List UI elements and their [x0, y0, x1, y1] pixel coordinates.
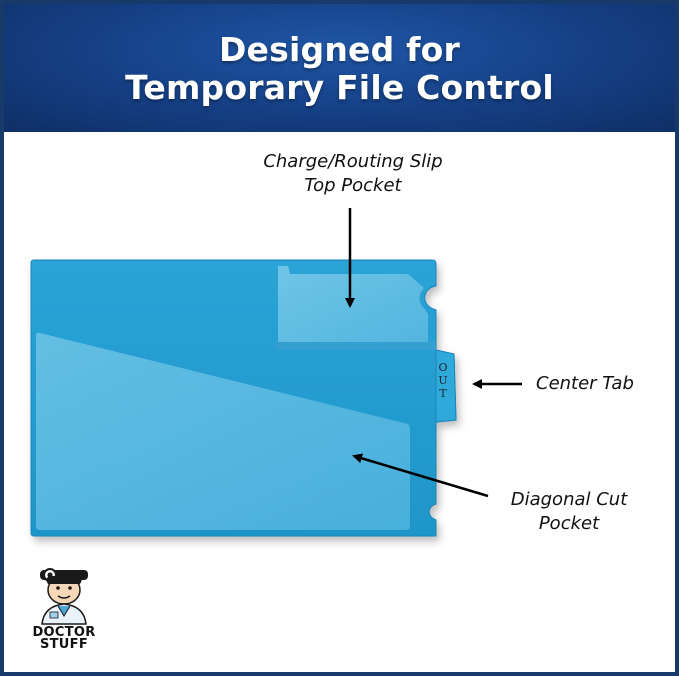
callout-diagonal-pocket: Diagonal Cut Pocket: [494, 488, 644, 536]
arrow-diagonal: [352, 453, 489, 498]
diagonal-pocket: [36, 332, 410, 530]
logo-text-doctor: DOCTOR: [32, 625, 96, 640]
top-pocket: [278, 266, 428, 342]
callout-charge-line1: Charge/Routing Slip: [263, 151, 443, 172]
callout-center-tab: Center Tab: [536, 373, 634, 394]
doctor-mascot-icon: [40, 568, 88, 625]
title-line-1: Designed for: [218, 30, 461, 69]
title-line-2: Temporary File Control: [125, 68, 554, 107]
callout-charge-line2: Top Pocket: [304, 175, 402, 196]
header-banner: Designed for Temporary File Control: [4, 4, 675, 132]
callout-diagonal-line1: Diagonal Cut: [510, 489, 628, 510]
center-tab: [435, 349, 457, 423]
logo-text-stuff: STUFF: [39, 637, 89, 652]
callout-diagonal-line2: Pocket: [538, 513, 600, 534]
doctor-stuff-logo: DOCTOR STUFF: [28, 564, 100, 656]
top-pocket-shadow: [276, 342, 436, 350]
callout-charge-routing: Charge/Routing Slip Top Pocket: [228, 150, 478, 198]
out-guide-diagram: [30, 208, 522, 537]
